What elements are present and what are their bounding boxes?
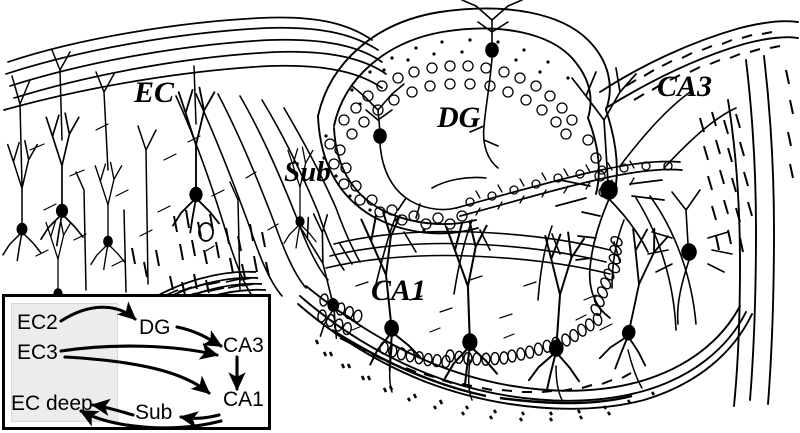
- circuit-arrows: [59, 301, 246, 427]
- circuit-inset-panel: EC2 EC3 DG CA3 CA1 Sub EC deep: [2, 294, 271, 430]
- arrow-ec3-ca1: [63, 355, 211, 395]
- circuit-node-sub: Sub: [135, 401, 173, 424]
- arrow-ec3-ca3: [59, 342, 219, 360]
- arrow-dg-ca3: [175, 325, 223, 348]
- arrow-sub-ecdeep: [91, 398, 135, 417]
- circuit-node-dg: DG: [139, 316, 171, 339]
- arrow-ec2-dg: [59, 301, 137, 323]
- anatomy-label-dg: DG: [437, 101, 481, 134]
- arrow-ca1-ecdeep: [79, 409, 223, 427]
- arrow-ca1-sub: [179, 411, 221, 427]
- anatomy-label-sub: Sub: [284, 156, 331, 188]
- circuit-node-ca1: CA1: [223, 388, 264, 411]
- circuit-node-ca3: CA3: [223, 334, 264, 357]
- anatomy-label-ec: EC: [134, 76, 175, 109]
- circuit-node-ec-deep: EC deep: [11, 392, 93, 415]
- circuit-node-ec3: EC3: [17, 341, 58, 364]
- circuit-node-ec2: EC2: [17, 311, 58, 334]
- anatomy-label-ca3: CA3: [657, 70, 713, 103]
- anatomy-label-ca1: CA1: [371, 274, 427, 307]
